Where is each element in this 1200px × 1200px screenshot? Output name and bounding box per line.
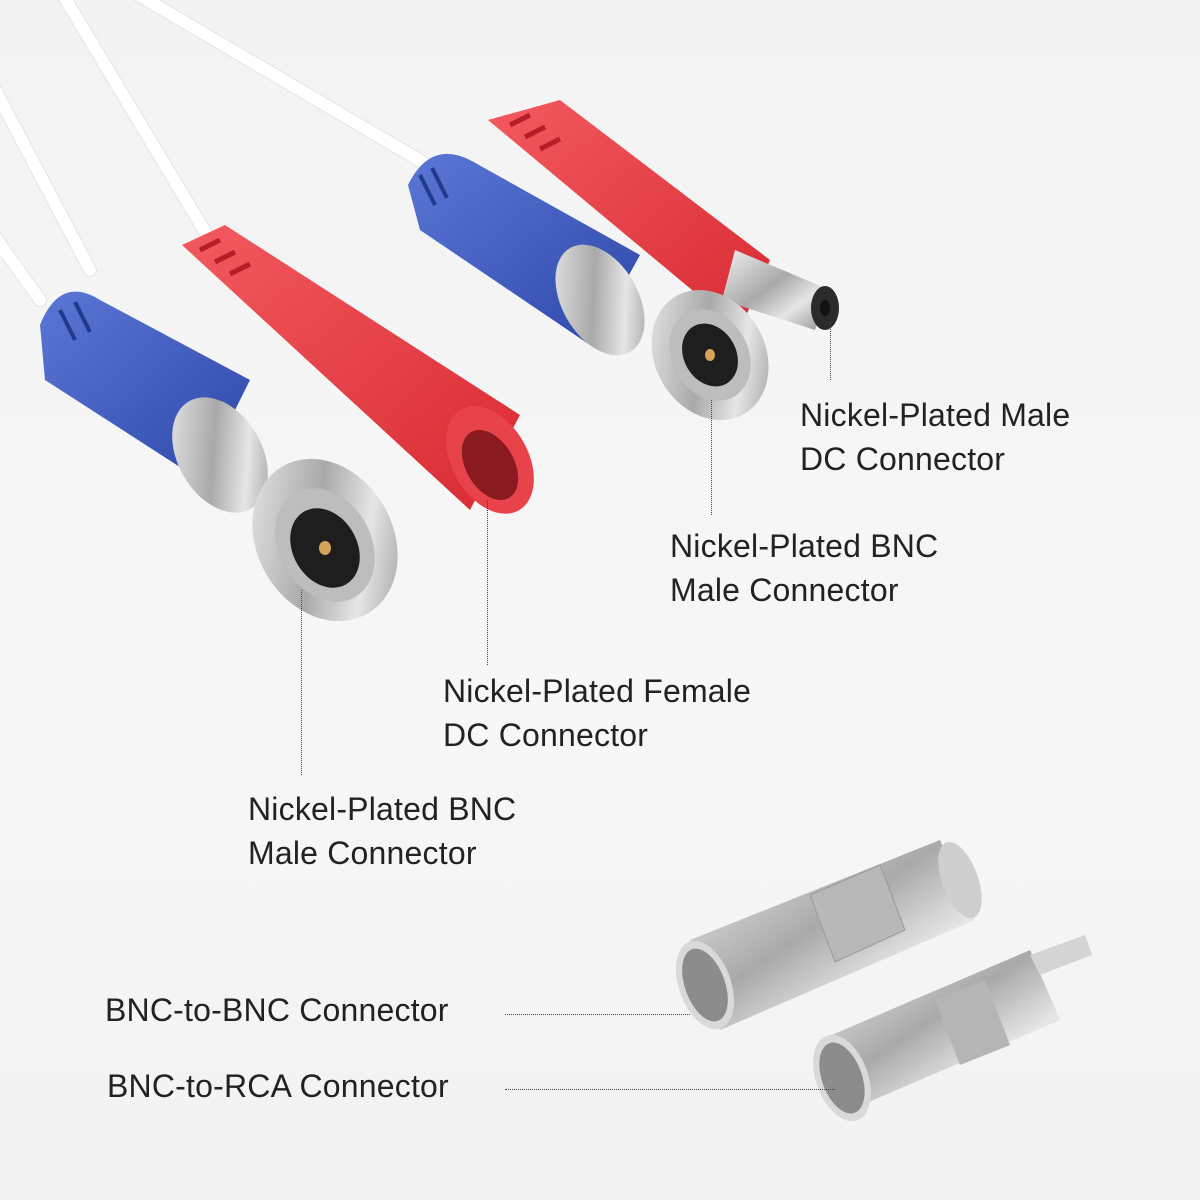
label-bnc-to-bnc-connector: BNC-to-BNC Connector — [105, 988, 449, 1032]
leader-line-female-dc — [487, 500, 488, 665]
label-male-dc-connector: Nickel-Plated Male DC Connector — [800, 393, 1070, 481]
label-line-1: Nickel-Plated BNC — [248, 791, 517, 827]
label-line-2: Male Connector — [248, 835, 477, 871]
leader-line-male-dc — [830, 322, 831, 380]
leader-line-bnc-to-rca — [505, 1089, 835, 1090]
label-bnc-male-connector-right: Nickel-Plated BNC Male Connector — [670, 524, 938, 612]
label-bnc-to-rca-connector: BNC-to-RCA Connector — [107, 1064, 449, 1108]
bnc-to-rca-adapter — [813, 935, 1092, 1122]
leader-line-bnc-male-left — [301, 590, 302, 775]
cables — [0, 0, 477, 307]
leader-line-bnc-to-bnc — [505, 1014, 690, 1015]
label-text: BNC-to-RCA Connector — [107, 1068, 449, 1104]
label-line-2: Male Connector — [670, 572, 899, 608]
bnc-male-connector-right — [408, 153, 769, 420]
leader-line-bnc-male-right — [711, 400, 712, 515]
label-line-2: DC Connector — [800, 441, 1006, 477]
male-dc-connector — [488, 100, 839, 330]
label-bnc-male-connector-left: Nickel-Plated BNC Male Connector — [248, 787, 516, 875]
female-dc-connector — [182, 225, 534, 514]
label-line-1: Nickel-Plated Female — [443, 673, 752, 709]
label-line-2: DC Connector — [443, 717, 649, 753]
label-line-1: Nickel-Plated Male — [800, 397, 1071, 433]
bnc-to-bnc-adapter — [675, 840, 982, 1030]
label-line-1: Nickel-Plated BNC — [670, 528, 939, 564]
label-text: BNC-to-BNC Connector — [105, 992, 449, 1028]
label-female-dc-connector: Nickel-Plated Female DC Connector — [443, 669, 751, 757]
bnc-male-connector-left — [40, 291, 398, 622]
